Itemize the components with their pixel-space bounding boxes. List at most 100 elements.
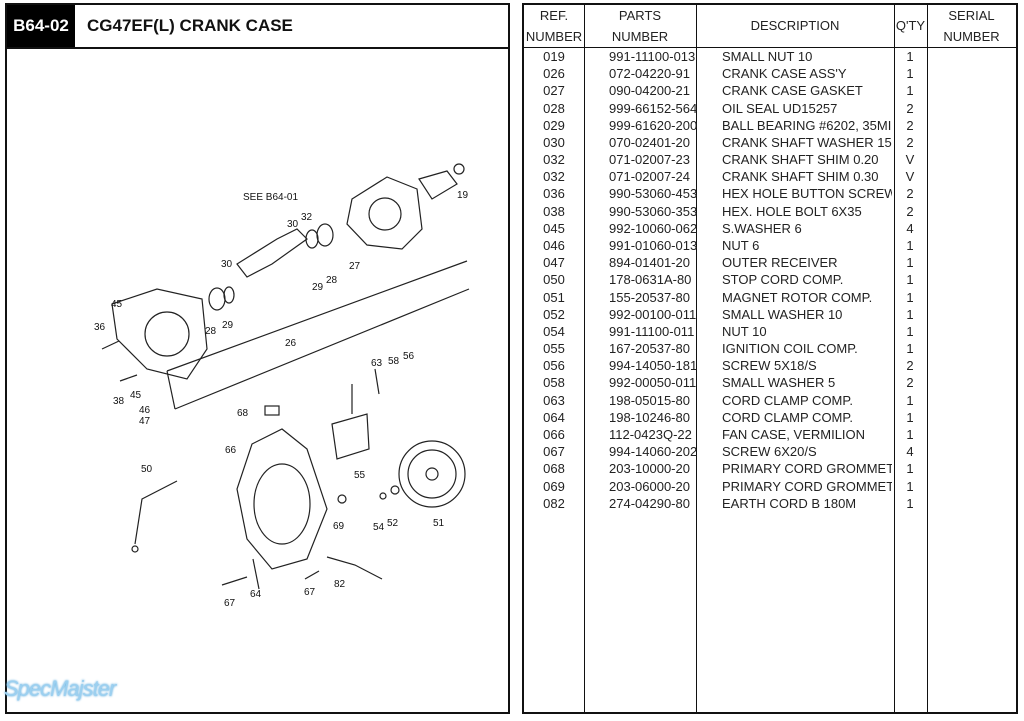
- cell-desc: CORD CLAMP COMP.: [722, 409, 853, 425]
- cell-ref: 029: [543, 117, 565, 133]
- cell-part: 990-53060-353: [609, 203, 697, 219]
- header-qty: Q'TY: [895, 18, 926, 33]
- table-row: 045 992-10060-062 S.WASHER 6 4: [524, 220, 1016, 237]
- cell-part: 178-0631A-80: [609, 272, 692, 288]
- callout: 55: [354, 470, 366, 481]
- cell-desc: STOP CORD COMP.: [722, 272, 844, 288]
- cell-qty: 4: [906, 444, 914, 460]
- cell-desc: CRANK CASE ASS'Y: [722, 66, 847, 82]
- cell-desc: CRANK CASE GASKET: [722, 83, 863, 99]
- cell-part: 992-10060-062: [609, 220, 697, 236]
- callout: 82: [334, 579, 346, 590]
- cell-ref: 019: [543, 49, 565, 64]
- cell-desc: HEX HOLE BUTTON SCREW: [722, 186, 892, 202]
- cell-ref: 045: [543, 220, 565, 236]
- cell-part: 991-11100-013: [609, 49, 696, 64]
- cell-qty: 2: [906, 117, 914, 133]
- cell-qty: 1: [906, 392, 914, 408]
- cell-ref: 052: [543, 306, 565, 322]
- cell-part: 999-66152-564: [609, 100, 697, 116]
- callout: 27: [349, 261, 361, 272]
- cell-qty: 1: [906, 66, 914, 82]
- cell-ref: 050: [543, 272, 565, 288]
- diagram-panel: B64-02 CG47EF(L) CRANK CASE: [5, 3, 510, 714]
- callout: 30: [287, 219, 299, 230]
- callout: 19: [457, 190, 469, 201]
- cell-qty: 1: [906, 341, 914, 357]
- section-code: B64-02: [7, 5, 75, 47]
- callout: 54: [373, 522, 385, 533]
- cell-part: 072-04220-91: [609, 66, 690, 82]
- cell-part: 167-20537-80: [609, 341, 690, 357]
- callout: 67: [304, 587, 316, 598]
- callout: 51: [433, 518, 445, 529]
- see-reference-label: SEE B64-01: [243, 192, 298, 203]
- cell-ref: 069: [543, 478, 565, 494]
- cell-desc: PRIMARY CORD GROMMET: [722, 461, 892, 477]
- page-header: B64-02 CG47EF(L) CRANK CASE: [7, 5, 508, 49]
- cell-ref: 067: [543, 444, 565, 460]
- cell-part: 994-14050-181: [609, 358, 697, 374]
- table-row: 067 994-14060-202 SCREW 6X20/S 4: [524, 443, 1016, 460]
- cell-part: 090-04200-21: [609, 83, 690, 99]
- cell-desc: IGNITION COIL COMP.: [722, 341, 858, 357]
- cell-qty: 1: [906, 495, 914, 511]
- cell-qty: 1: [906, 409, 914, 425]
- cell-qty: 1: [906, 255, 914, 271]
- cell-qty: 2: [906, 134, 914, 150]
- page-title: CG47EF(L) CRANK CASE: [87, 16, 293, 35]
- cell-part: 894-01401-20: [609, 255, 690, 271]
- cell-ref: 047: [543, 255, 565, 271]
- cell-qty: 2: [906, 203, 914, 219]
- cell-desc: S.WASHER 6: [722, 220, 802, 236]
- cell-qty: 1: [906, 306, 914, 322]
- cell-part: 990-53060-453: [609, 186, 697, 202]
- callout: 36: [94, 322, 106, 333]
- cell-ref: 036: [543, 186, 565, 202]
- cell-part: 991-01060-013: [609, 237, 697, 253]
- cell-qty: 1: [906, 289, 914, 305]
- cell-desc: SCREW 6X20/S: [722, 444, 817, 460]
- callout: 29: [312, 282, 324, 293]
- cell-ref: 055: [543, 341, 565, 357]
- cell-ref: 066: [543, 426, 565, 442]
- cell-part: 203-10000-20: [609, 461, 690, 477]
- cell-desc: CRANK SHAFT SHIM 0.20: [722, 152, 879, 168]
- cell-ref: 032: [543, 169, 565, 185]
- cell-qty: 2: [906, 100, 914, 116]
- cell-desc: SCREW 5X18/S: [722, 358, 817, 374]
- callout: 30: [221, 259, 233, 270]
- callout: 38: [113, 396, 125, 407]
- cell-part: 071-02007-24: [609, 169, 690, 185]
- cell-part: 994-14060-202: [609, 444, 697, 460]
- cell-part: 198-05015-80: [609, 392, 690, 408]
- cell-desc: CORD CLAMP COMP.: [722, 392, 853, 408]
- cell-desc: NUT 10: [722, 323, 767, 339]
- header-description: DESCRIPTION: [750, 18, 840, 33]
- cell-qty: 1: [906, 461, 914, 477]
- callout: 68: [237, 408, 249, 419]
- cell-part: 155-20537-80: [609, 289, 690, 305]
- callout: 28: [205, 326, 217, 337]
- cell-ref: 082: [543, 495, 565, 511]
- diagram-callouts: SEE B64-01 19 30 32 30 28 27 29 45 36 28…: [94, 190, 469, 609]
- cell-qty: V: [905, 152, 915, 168]
- watermark-logo: SpecMajster: [4, 676, 116, 701]
- cell-desc: NUT 6: [722, 237, 760, 253]
- cell-qty: 4: [906, 220, 914, 236]
- table-row: 055 167-20537-80 IGNITION COIL COMP. 1: [524, 340, 1016, 357]
